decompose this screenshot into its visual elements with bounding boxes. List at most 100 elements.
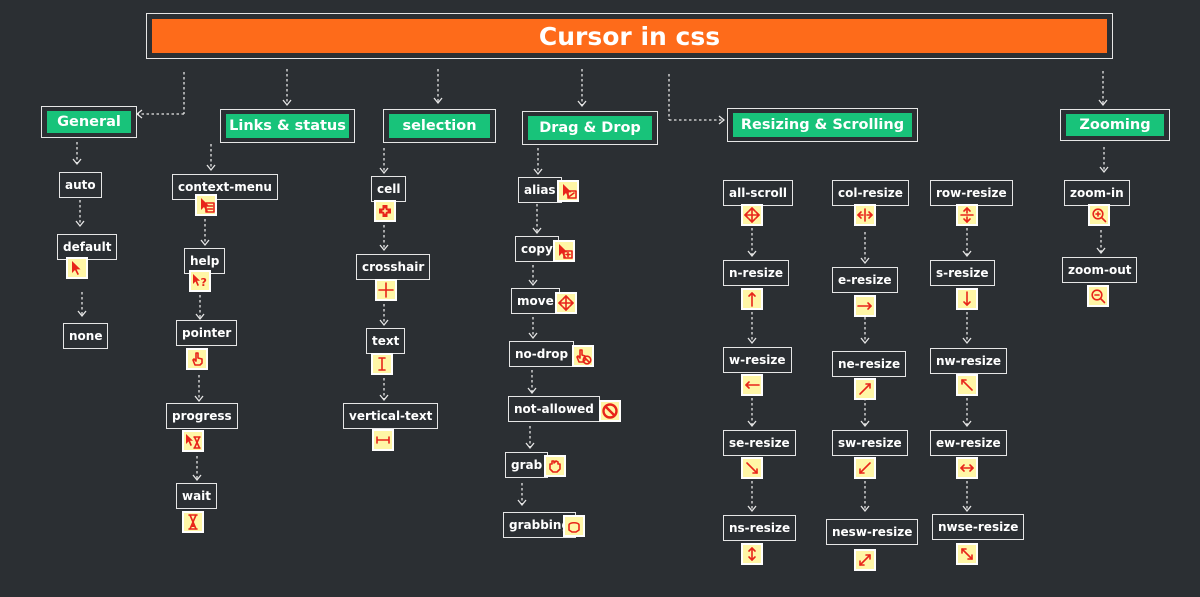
cursor-col-resize: col-resize — [832, 180, 909, 206]
connector-arrowhead — [962, 420, 972, 428]
connector-arrowhead — [525, 442, 535, 450]
arrow-down-right-icon — [741, 457, 763, 479]
connector-arrowhead — [77, 310, 87, 318]
connector-arrowhead — [1096, 247, 1106, 255]
connector-arrowhead — [528, 279, 538, 287]
diagram-title: Cursor in css — [152, 19, 1107, 53]
connector-arrowhead — [747, 505, 757, 513]
connector-arrowhead — [532, 227, 542, 235]
cursor-nwse-resize: nwse-resize — [932, 514, 1025, 540]
no-drop-icon — [572, 345, 594, 367]
connector-arrowhead — [577, 100, 587, 108]
cursor-move: move — [511, 288, 560, 314]
arrow-up-right-icon — [854, 378, 876, 400]
connector-arrowhead — [282, 99, 292, 107]
category-label: Resizing & Scrolling — [733, 113, 912, 137]
connector-arrowhead — [195, 313, 205, 321]
hand-pointer-icon — [186, 348, 208, 370]
category-resizing: Resizing & Scrolling — [727, 108, 918, 142]
category-label: Zooming — [1066, 114, 1164, 136]
arrow-pointer-icon — [66, 257, 88, 279]
cursor-e-resize: e-resize — [832, 267, 898, 293]
category-general: General — [41, 106, 137, 138]
cursor-ne-resize: ne-resize — [832, 351, 907, 377]
connector-arrowhead — [527, 387, 537, 395]
arrow-right-icon — [854, 295, 876, 317]
svg-text:?: ? — [201, 276, 207, 289]
arrow-up-left-icon — [956, 374, 978, 396]
cursor-w-resize: w-resize — [723, 347, 792, 373]
cursor-progress: progress — [166, 403, 238, 429]
vertical-text-icon — [372, 429, 394, 451]
connector-arrowhead — [135, 109, 143, 119]
category-links: Links & status — [220, 109, 355, 143]
cursor-row-resize: row-resize — [930, 180, 1013, 206]
connector-arrowhead — [379, 167, 389, 175]
cursor-all-scroll: all-scroll — [723, 180, 793, 206]
arrow-up-icon — [741, 288, 763, 310]
connector-arrowhead — [1099, 166, 1109, 174]
connector-arrowhead — [962, 337, 972, 345]
connector-arrowhead — [517, 499, 527, 507]
cursor-alias: alias — [518, 177, 562, 203]
connector-arrowhead — [962, 505, 972, 513]
cursor-pointer: pointer — [176, 320, 238, 346]
cursor-text: text — [366, 328, 406, 354]
connector-arrowhead — [747, 337, 757, 345]
text-ibeam-icon — [371, 353, 393, 375]
connector-arrowhead — [75, 220, 85, 228]
arrow-nwse-icon — [956, 543, 978, 565]
category-label: General — [47, 111, 131, 133]
connector-arrowhead — [962, 250, 972, 258]
cursor-zoom-in: zoom-in — [1064, 180, 1130, 206]
zoom-out-icon — [1087, 285, 1109, 307]
zoom-in-icon — [1088, 204, 1110, 226]
cursor-sw-resize: sw-resize — [832, 430, 908, 456]
category-selection: selection — [383, 109, 496, 143]
category-label: Links & status — [226, 114, 349, 138]
connector-arrowhead — [192, 474, 202, 482]
connector-arrowhead — [860, 505, 870, 513]
category-label: Drag & Drop — [528, 116, 652, 140]
connector-arrowhead — [379, 394, 389, 402]
crosshair-icon — [375, 279, 397, 301]
cell-icon — [374, 200, 396, 222]
cursor-nesw-resize: nesw-resize — [826, 519, 919, 545]
cursor-se-resize: se-resize — [723, 430, 796, 456]
connector-arrowhead — [860, 257, 870, 265]
arrow-nesw-icon — [854, 549, 876, 571]
connector-arrowhead — [433, 97, 443, 105]
category-dragdrop: Drag & Drop — [522, 111, 658, 145]
cursor-ew-resize: ew-resize — [930, 430, 1007, 456]
title-frame: Cursor in css — [146, 13, 1113, 59]
all-scroll-icon — [741, 204, 763, 226]
cursor-ns-resize: ns-resize — [723, 515, 797, 541]
cursor-wait: wait — [176, 483, 218, 509]
category-zooming: Zooming — [1060, 109, 1170, 141]
arrow-up-down-icon — [741, 543, 763, 565]
connector-arrowhead — [1098, 99, 1108, 107]
arrow-down-icon — [956, 288, 978, 310]
connector-arrowhead — [206, 164, 216, 172]
progress-icon — [182, 430, 204, 452]
category-label: selection — [389, 114, 490, 138]
cursor-cell: cell — [371, 176, 407, 202]
not-allowed-icon — [599, 400, 621, 422]
connector-arrowhead — [379, 319, 389, 327]
connector-arrowhead — [860, 337, 870, 345]
context-menu-icon — [195, 194, 217, 216]
grabbing-hand-icon — [563, 515, 585, 537]
cursor-vertical-text: vertical-text — [343, 403, 439, 429]
col-resize-icon — [854, 204, 876, 226]
connector-arrowhead — [533, 168, 543, 176]
connector-arrowhead — [718, 115, 726, 125]
cursor-s-resize: s-resize — [930, 260, 995, 286]
connector-arrowhead — [860, 420, 870, 428]
cursor-none: none — [63, 323, 109, 349]
cursor-crosshair: crosshair — [356, 254, 431, 280]
connector-arrowhead — [194, 395, 204, 403]
arrow-down-left-icon — [854, 457, 876, 479]
connector-arrowhead — [528, 332, 538, 340]
connector-arrowhead — [747, 420, 757, 428]
